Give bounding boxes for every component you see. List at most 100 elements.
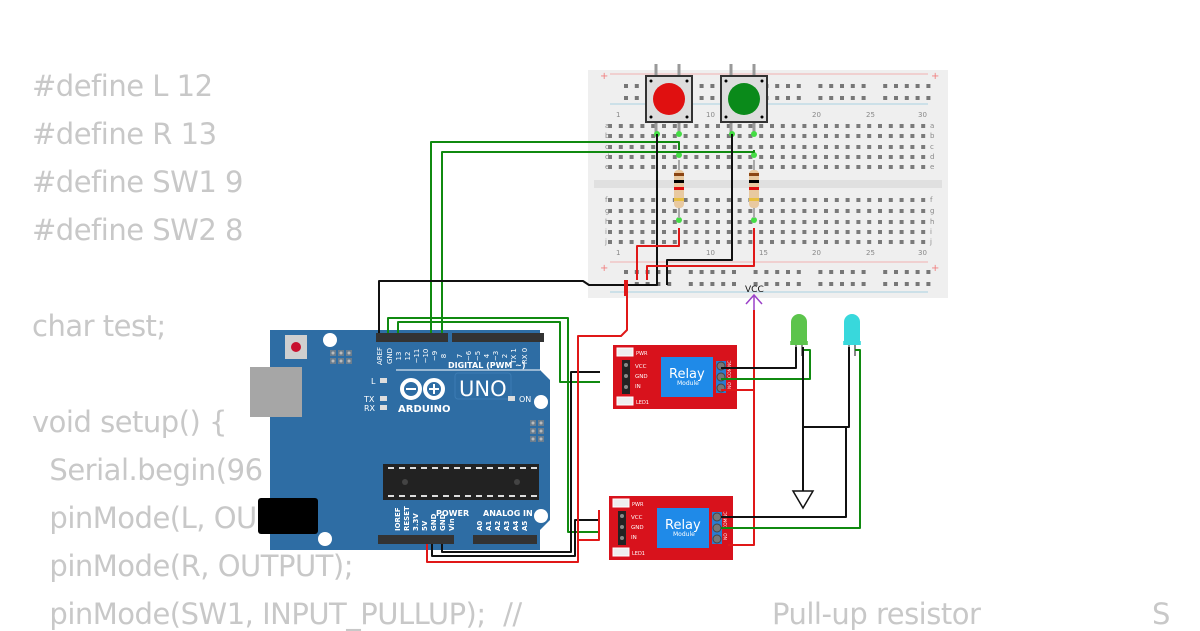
rail-hole xyxy=(894,96,898,100)
tie-hole xyxy=(662,145,666,149)
tie-hole xyxy=(759,124,764,128)
digital-pin-label: 12 xyxy=(404,352,412,361)
tie-hole xyxy=(845,198,850,202)
column-number: 1 xyxy=(616,111,620,119)
tie-hole xyxy=(672,230,677,234)
wire[interactable] xyxy=(431,519,599,557)
rail-hole xyxy=(840,282,844,286)
green-button[interactable] xyxy=(720,64,768,134)
tie-hole xyxy=(802,220,807,224)
digital-pin-label: 4 xyxy=(483,353,491,358)
rail-hole xyxy=(775,270,780,274)
wire[interactable] xyxy=(666,134,733,285)
tie-hole xyxy=(737,145,742,149)
tie-hole xyxy=(802,124,807,128)
led-l xyxy=(380,378,387,383)
wire[interactable] xyxy=(397,321,600,383)
wire[interactable] xyxy=(721,347,797,369)
tie-hole xyxy=(780,145,785,149)
wire[interactable] xyxy=(441,150,755,333)
tie-hole xyxy=(824,209,828,213)
tie-hole xyxy=(845,145,850,149)
tie-hole xyxy=(834,134,839,138)
tie-hole xyxy=(618,240,623,244)
tie-hole xyxy=(813,220,818,224)
relay-terminal-label: COM xyxy=(723,518,729,529)
power-pin-label: GND xyxy=(430,513,438,531)
tie-hole xyxy=(834,155,839,159)
tie-hole xyxy=(921,124,926,128)
wire[interactable] xyxy=(646,228,755,280)
wire[interactable] xyxy=(721,427,847,518)
pullup-resistor[interactable] xyxy=(674,160,684,218)
relay-terminal-label: NO xyxy=(723,533,729,540)
rail-hole xyxy=(753,282,758,286)
red-button[interactable] xyxy=(645,64,693,134)
wire[interactable] xyxy=(728,310,755,546)
wire[interactable] xyxy=(803,347,850,428)
tie-hole xyxy=(705,220,710,224)
rail-hole xyxy=(699,282,704,286)
rail-hole xyxy=(667,282,672,286)
tie-hole xyxy=(824,240,828,244)
tie-hole xyxy=(737,230,742,234)
tie-hole xyxy=(759,165,764,169)
rail-hole xyxy=(861,270,866,274)
relay-screw-terminal[interactable] xyxy=(712,512,722,522)
tie-hole xyxy=(921,145,926,149)
tie-hole xyxy=(662,230,666,234)
rail-hole xyxy=(904,282,909,286)
tie-hole xyxy=(726,155,731,159)
analog-pin-label: A1 xyxy=(485,521,493,531)
tie-hole xyxy=(867,220,872,224)
tie-hole xyxy=(726,240,731,244)
tie-hole xyxy=(694,240,699,244)
tie-hole xyxy=(716,134,720,138)
column-number: 25 xyxy=(866,249,875,257)
tie-hole xyxy=(640,165,645,169)
wire[interactable] xyxy=(577,280,628,541)
rail-hole xyxy=(904,96,909,100)
tie-hole xyxy=(716,198,720,202)
tie-hole xyxy=(888,230,893,234)
tie-hole xyxy=(716,230,720,234)
analog-label: ANALOG IN xyxy=(483,509,533,518)
tie-hole xyxy=(629,230,634,234)
tie-hole xyxy=(802,165,807,169)
relay-title: Relay xyxy=(665,518,701,533)
relay-subtitle: Module xyxy=(677,380,699,387)
breadboard-holes xyxy=(608,73,931,293)
wire[interactable] xyxy=(441,371,600,553)
rail-hole xyxy=(818,282,823,286)
relay-screw-terminal[interactable] xyxy=(712,523,722,533)
tie-hole xyxy=(629,134,634,138)
tie-hole xyxy=(791,134,796,138)
rail-plus-label: + xyxy=(600,263,608,274)
wire[interactable] xyxy=(426,540,579,563)
tie-hole xyxy=(888,209,893,213)
tie-hole xyxy=(629,165,634,169)
rail-hole xyxy=(926,282,931,286)
analog-header xyxy=(473,535,537,544)
power-pin-label: IOREF xyxy=(394,507,402,531)
wire[interactable] xyxy=(721,349,811,380)
digital-pin-label: TX 1 xyxy=(510,348,518,365)
tie-hole xyxy=(834,220,839,224)
pullup-resistor[interactable] xyxy=(749,160,759,218)
tie-hole xyxy=(921,230,926,234)
tie-hole xyxy=(813,165,818,169)
wire[interactable] xyxy=(721,349,861,529)
tie-hole xyxy=(780,134,785,138)
wire[interactable] xyxy=(636,228,680,280)
rail-hole xyxy=(786,84,790,88)
column-number: 1 xyxy=(616,249,620,257)
rail-hole xyxy=(915,84,920,88)
analog-pin-label: A4 xyxy=(512,521,520,531)
chip-dot xyxy=(514,479,520,485)
wire[interactable] xyxy=(430,141,680,333)
wire[interactable] xyxy=(378,134,658,333)
relay-screw-terminal[interactable] xyxy=(712,534,722,544)
